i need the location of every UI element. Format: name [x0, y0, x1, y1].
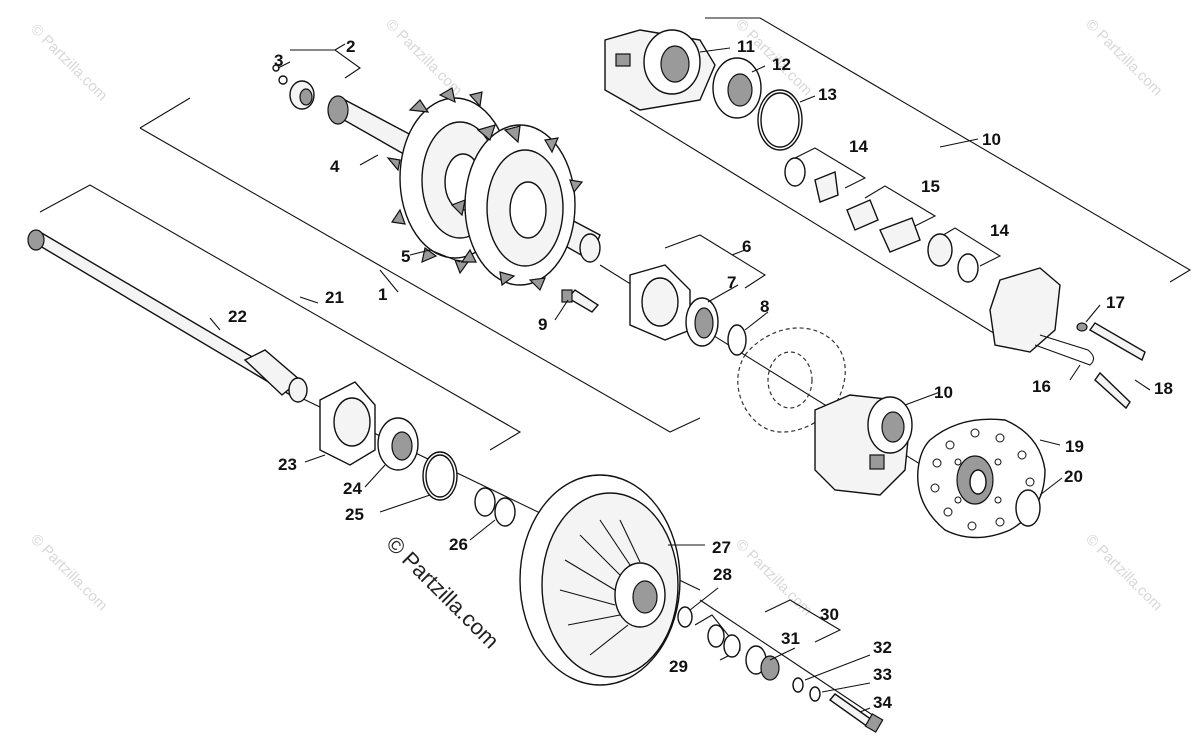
- driven-clutch-part-27: [519, 474, 681, 686]
- callout-18: 18: [1154, 379, 1173, 398]
- caliper-body-part-10: [814, 394, 913, 496]
- callout-20: 20: [1064, 467, 1083, 486]
- callout-10-center: 10: [934, 383, 953, 402]
- callout-33: 33: [873, 665, 892, 684]
- watermark-tile: © Partzilla.com: [1082, 16, 1165, 99]
- callout-28: 28: [713, 565, 732, 584]
- callout-29: 29: [669, 657, 688, 676]
- callout-27: 27: [712, 538, 731, 557]
- leader-lines: [209, 47, 1151, 713]
- callout-26: 26: [449, 535, 468, 554]
- callout-30: 30: [820, 605, 839, 624]
- washers-part-29: [707, 624, 741, 658]
- ring-part-25: [422, 451, 458, 501]
- callout-23: 23: [278, 455, 297, 474]
- watermark-tile: © Partzilla.com: [382, 16, 465, 99]
- washer-part-32: [792, 677, 804, 693]
- ring-part-28: [677, 606, 693, 628]
- seal-part-7: [685, 297, 747, 356]
- partzilla-watermark: © Partzilla.com: [381, 531, 504, 654]
- watermark-tile: © Partzilla.com: [27, 531, 110, 614]
- callout-6: 6: [742, 237, 751, 256]
- bolt-part-34: [828, 693, 884, 733]
- callout-2: 2: [346, 37, 355, 56]
- callout-1: 1: [378, 285, 387, 304]
- callout-24: 24: [343, 479, 362, 498]
- drive-shaft-with-sprockets: [327, 87, 601, 292]
- callout-32: 32: [873, 638, 892, 657]
- callout-8: 8: [760, 297, 769, 316]
- callout-16: 16: [1032, 377, 1051, 396]
- brake-disc-part-19: [917, 418, 1046, 539]
- spacers-part-26: [474, 487, 516, 527]
- callout-9: 9: [538, 315, 547, 334]
- callout-17: 17: [1106, 293, 1125, 312]
- washer-part-31: [745, 645, 780, 681]
- flange-plate-part-6: [629, 264, 691, 341]
- callout-14-right: 14: [990, 221, 1009, 240]
- washer-part-33: [809, 686, 821, 702]
- callout-21: 21: [325, 288, 344, 307]
- bearing-part-24: [377, 417, 419, 471]
- callout-5: 5: [401, 247, 410, 266]
- watermark-tile: © Partzilla.com: [732, 536, 815, 619]
- callout-4: 4: [330, 157, 340, 176]
- ring-part-20: [1015, 489, 1041, 527]
- bolt-part-9: [561, 289, 600, 313]
- callout-13: 13: [818, 85, 837, 104]
- bearing-housing-part-23: [319, 381, 376, 466]
- callout-11: 11: [737, 37, 755, 56]
- callout-31: 31: [781, 629, 800, 648]
- callout-15: 15: [921, 177, 940, 196]
- callout-numbers: 2 3 4 5 1 6 7 8 9 10 10 11 12 13 14 14 1…: [228, 37, 1173, 712]
- jackshaft-part-22: [27, 229, 308, 403]
- callout-12: 12: [772, 55, 791, 74]
- callout-19: 19: [1065, 437, 1084, 456]
- callout-22: 22: [228, 307, 247, 326]
- bearing-part-3: [272, 64, 315, 110]
- caliper-assembly-top: [604, 29, 1146, 410]
- callout-3: 3: [274, 51, 283, 70]
- callout-34: 34: [873, 693, 892, 712]
- watermark-tile: © Partzilla.com: [27, 21, 110, 104]
- callout-10-top: 10: [982, 130, 1001, 149]
- callout-14-top: 14: [849, 137, 868, 156]
- group-brackets: [39, 17, 1192, 661]
- callout-7: 7: [727, 273, 736, 292]
- watermark-tile: © Partzilla.com: [1082, 531, 1165, 614]
- callout-25: 25: [345, 505, 364, 524]
